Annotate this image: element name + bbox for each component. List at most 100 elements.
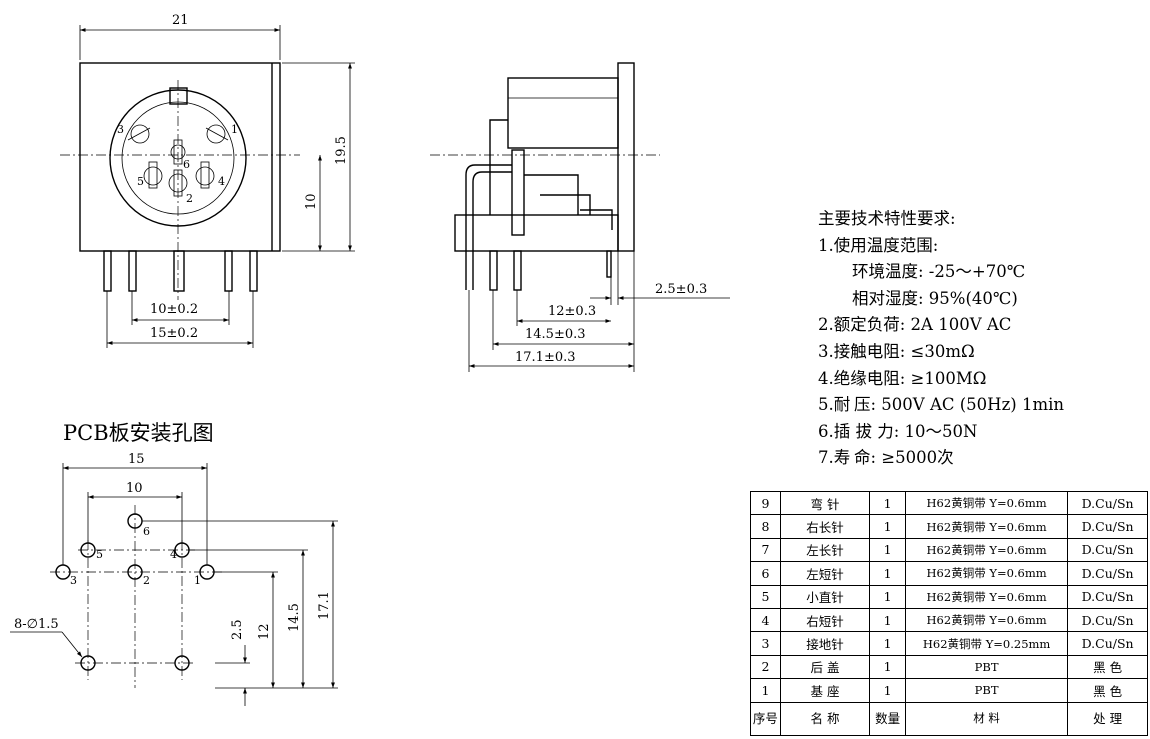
bom-cell-no: 3 xyxy=(750,631,781,656)
bom-cell-finish: D.Cu/Sn xyxy=(1067,537,1148,563)
bom-cell-material: H62黄铜带 Y=0.25mm xyxy=(905,631,1069,656)
dim-15-tol: 15±0.2 xyxy=(150,326,198,341)
spec-item-3: 3.接触电阻: ≤30mΩ xyxy=(818,341,975,361)
dim-2-5-tol: 2.5±0.3 xyxy=(655,282,707,297)
bom-cell-qty: 1 xyxy=(869,631,907,656)
hole-label-6: 6 xyxy=(143,525,150,538)
bom-cell-finish: 黑 色 xyxy=(1067,678,1148,703)
dim-17-1-tol: 17.1±0.3 xyxy=(515,350,576,365)
hole-label-4: 4 xyxy=(170,548,177,561)
bom-header-qty: 数量 xyxy=(869,701,907,736)
bom-cell-finish: D.Cu/Sn xyxy=(1067,490,1148,516)
pin-label-1: 1 xyxy=(231,123,238,136)
pcb-dim-10: 10 xyxy=(126,481,143,496)
bom-cell-name: 基 座 xyxy=(779,678,871,703)
pcb-dim-2-5: 2.5 xyxy=(230,619,245,640)
bom-cell-qty: 1 xyxy=(869,584,907,609)
bom-cell-name: 弯 针 xyxy=(779,490,871,516)
bom-cell-finish: D.Cu/Sn xyxy=(1067,631,1148,656)
pcb-title: PCB板安装孔图 xyxy=(63,421,214,445)
bom-cell-finish: D.Cu/Sn xyxy=(1067,514,1148,539)
bom-cell-no: 9 xyxy=(750,490,781,516)
bom-cell-qty: 1 xyxy=(869,654,907,680)
bom-cell-material: H62黄铜带 Y=0.6mm xyxy=(905,607,1069,633)
bom-cell-material: H62黄铜带 Y=0.6mm xyxy=(905,514,1069,539)
bom-cell-qty: 1 xyxy=(869,607,907,633)
bom-cell-qty: 1 xyxy=(869,678,907,703)
bom-header-row: 序号名 称数量材 料处 理 xyxy=(750,701,1148,736)
bom-cell-qty: 1 xyxy=(869,561,907,586)
bom-cell-material: H62黄铜带 Y=0.6mm xyxy=(905,537,1069,563)
spec-item-1: 1.使用温度范围: xyxy=(818,235,939,255)
spec-item-4: 4.绝缘电阻: ≥100MΩ xyxy=(818,368,987,388)
spec-item-5-label: 5.耐 xyxy=(818,395,851,415)
hole-label-1: 1 xyxy=(194,574,201,587)
bom-header-no: 序号 xyxy=(750,701,781,736)
bom-cell-no: 2 xyxy=(750,654,781,680)
pcb-dim-14-5: 14.5 xyxy=(287,603,302,632)
bom-cell-material: H62黄铜带 Y=0.6mm xyxy=(905,490,1069,516)
hole-label-2: 2 xyxy=(143,574,150,587)
bom-cell-qty: 1 xyxy=(869,514,907,539)
hole-label-3: 3 xyxy=(70,574,77,587)
spec-item-6: 6.插 拔 力: 10～50N xyxy=(818,421,978,441)
pin-label-6: 6 xyxy=(183,158,190,171)
pcb-dim-17-1: 17.1 xyxy=(317,591,332,620)
bom-header-material: 材 料 xyxy=(905,701,1069,736)
bom-cell-no: 5 xyxy=(750,584,781,609)
spec-item-1b: 相对湿度: 95%(40℃) xyxy=(852,288,1018,308)
pcb-dim-12: 12 xyxy=(257,623,272,640)
pcb-dim-15: 15 xyxy=(128,452,145,467)
pcb-dim-hole: 8-∅1.5 xyxy=(14,617,59,632)
bom-cell-name: 接地针 xyxy=(779,631,871,656)
bom-cell-material: H62黄铜带 Y=0.6mm xyxy=(905,561,1069,586)
bom-cell-finish: D.Cu/Sn xyxy=(1067,561,1148,586)
bom-cell-name: 右长针 xyxy=(779,514,871,539)
dim-21: 21 xyxy=(172,13,189,28)
spec-item-7-label: 7.寿 xyxy=(818,448,851,468)
bom-cell-name: 右短针 xyxy=(779,607,871,633)
pcb-layout: 6 5 4 3 2 1 15 10 8-∅1.5 2.5 12 14.5 17.… xyxy=(10,452,338,706)
bom-cell-no: 8 xyxy=(750,514,781,539)
bom-cell-qty: 1 xyxy=(869,537,907,563)
specs-block: 主要技术特性要求: 1.使用温度范围: 环境温度: -25～+70℃ 相对湿度:… xyxy=(818,206,1148,472)
bom-cell-material: H62黄铜带 Y=0.6mm xyxy=(905,584,1069,609)
bom-cell-no: 1 xyxy=(750,678,781,703)
dim-10-tol: 10±0.2 xyxy=(150,302,198,317)
dim-10: 10 xyxy=(304,193,319,210)
bom-cell-name: 小直针 xyxy=(779,584,871,609)
spec-item-7-value: 命: ≥5000次 xyxy=(854,448,954,468)
spec-item-7: 7.寿命: ≥5000次 xyxy=(818,445,1148,472)
bom-cell-name: 左短针 xyxy=(779,561,871,586)
bom-cell-material: PBT xyxy=(905,678,1069,703)
spec-item-2: 2.额定负荷: 2A 100V AC xyxy=(818,315,1012,335)
pin-label-5: 5 xyxy=(137,175,144,188)
bom-cell-no: 6 xyxy=(750,561,781,586)
dim-19-5: 19.5 xyxy=(334,136,349,165)
bom-cell-finish: D.Cu/Sn xyxy=(1067,584,1148,609)
bom-cell-no: 4 xyxy=(750,607,781,633)
pin-label-2: 2 xyxy=(186,192,193,205)
spec-item-1a: 环境温度: -25～+70℃ xyxy=(852,262,1026,282)
spec-item-5: 5.耐压: 500V AC (50Hz) 1min xyxy=(818,392,1148,419)
bom-header-name: 名 称 xyxy=(779,701,871,736)
bom-cell-finish: D.Cu/Sn xyxy=(1067,607,1148,633)
dim-14-5-tol: 14.5±0.3 xyxy=(525,327,586,342)
hole-label-5: 5 xyxy=(96,548,103,561)
bom-cell-name: 后 盖 xyxy=(779,654,871,680)
pin-label-4: 4 xyxy=(218,175,225,188)
spec-item-5-value: 压: 500V AC (50Hz) 1min xyxy=(854,395,1064,415)
bom-cell-finish: 黑 色 xyxy=(1067,654,1148,680)
dim-12-tol: 12±0.3 xyxy=(548,304,596,319)
bom-cell-material: PBT xyxy=(905,654,1069,680)
